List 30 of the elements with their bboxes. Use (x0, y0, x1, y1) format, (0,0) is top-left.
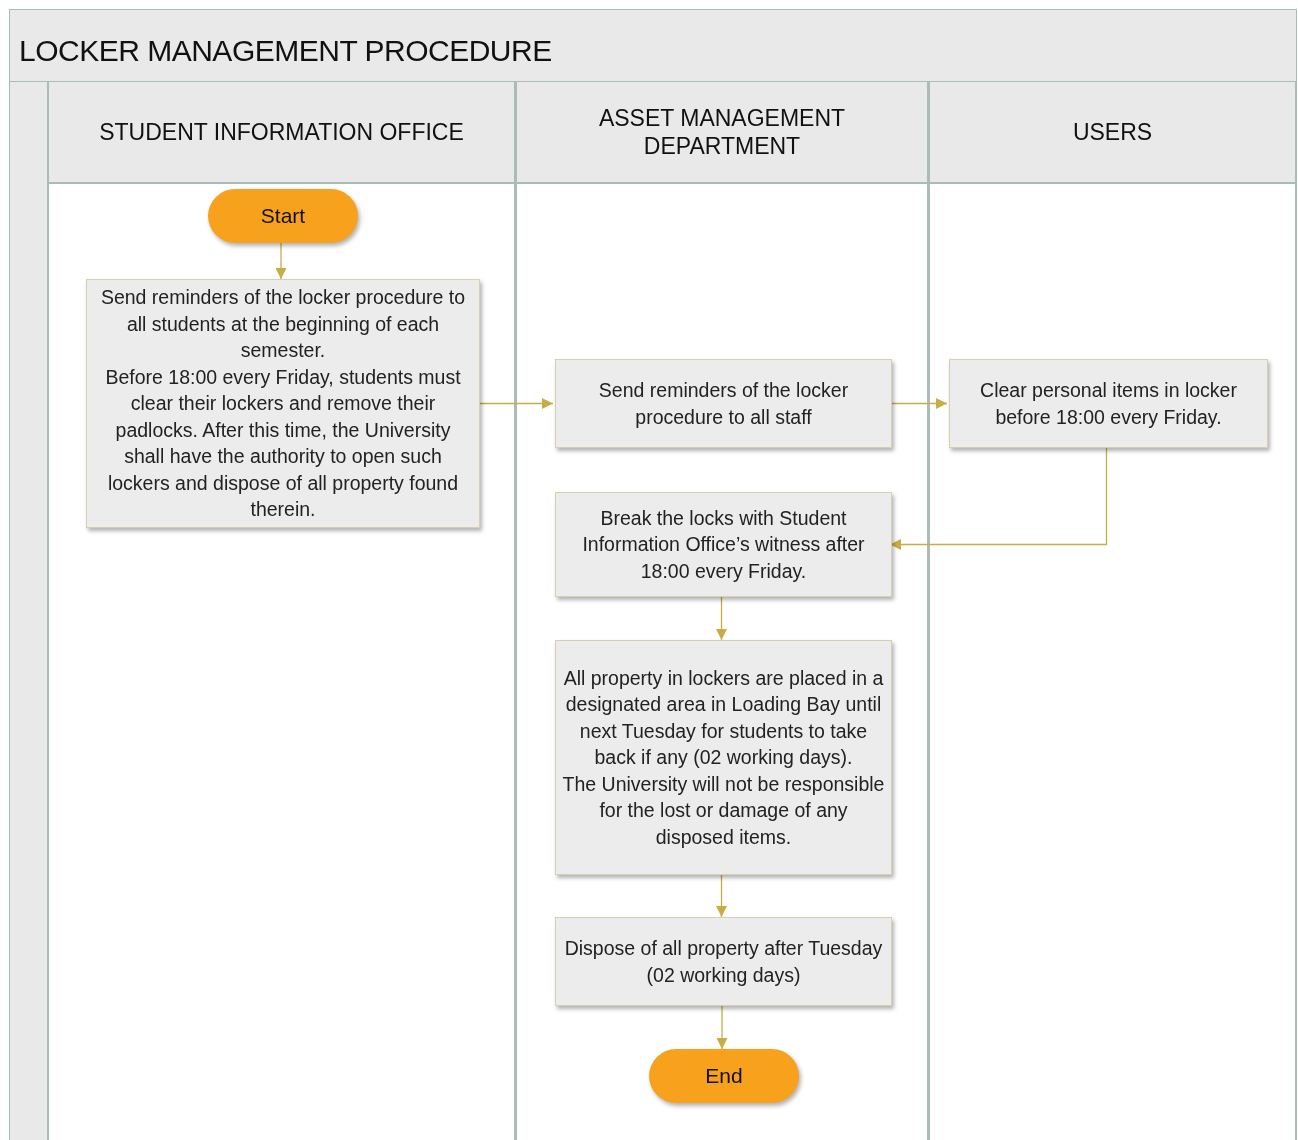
process-box (949, 359, 1268, 448)
process-box (555, 492, 892, 597)
step-text: Send reminders of the locker procedure to all staff (597, 378, 850, 430)
arrow (889, 398, 948, 409)
arrow (716, 874, 727, 918)
swimlane (47, 82, 516, 1140)
swimlane (515, 82, 929, 1140)
step-text: Clear personal items in locker before 18:00 every Friday. (979, 378, 1238, 430)
arrow (716, 1005, 728, 1050)
step-text: Break the locks with Student Information Office’s witness after 18:00 every Friday. (581, 505, 866, 584)
arrow (889, 447, 1108, 550)
arrow (477, 398, 554, 409)
terminal-pill: End (649, 1049, 799, 1103)
step-text: The University will not be responsible for the lost or damage of any disposed items. (562, 771, 885, 850)
step-text: Send reminders of the locker procedure to all students at the beginning of each semester. (99, 285, 467, 364)
lane-header: ASSET MANAGEMENT DEPARTMENT (517, 82, 927, 184)
terminal-pill: Start (208, 189, 358, 243)
step-text: All property in lockers are placed in a designated area in Loading Bay until next Tuesday for students to take back if any (02 working days). (562, 665, 885, 771)
process-box (555, 917, 892, 1006)
lane-header: STUDENT INFORMATION OFFICE (49, 82, 514, 184)
step-text: Dispose of all property after Tuesday (02 working days) (563, 936, 884, 988)
process-box (86, 279, 480, 528)
swimlane (928, 82, 1297, 1140)
process-box (555, 359, 892, 448)
arrow (716, 596, 727, 641)
step-text: Before 18:00 every Friday, students must clear their lockers and remove their padlocks. After this time, the University shall have the authority to open such lockers and dispose of all property found therein. (104, 364, 462, 523)
lane-header: USERS (930, 82, 1295, 184)
arrow (275, 242, 287, 280)
process-box (555, 640, 892, 875)
diagram-title: LOCKER MANAGEMENT PROCEDURE (19, 34, 552, 68)
